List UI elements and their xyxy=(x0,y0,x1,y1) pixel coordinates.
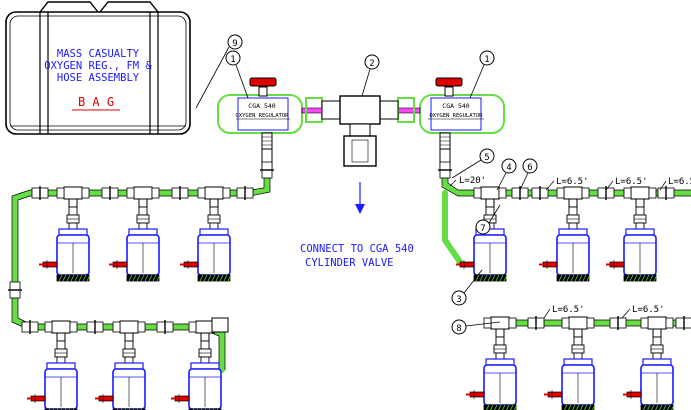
right-lower-tee-3 xyxy=(640,316,674,338)
left-upper-tee-2 xyxy=(126,186,160,208)
callout-5: 5 xyxy=(451,148,495,179)
callout-9: 9 xyxy=(195,34,243,109)
length-label-4: L=6.5' xyxy=(543,305,585,319)
left-upper-tee-3 xyxy=(197,186,231,208)
left-upper-coupling-1 xyxy=(31,186,49,200)
connect-note-line-2: CYLINDER VALVE xyxy=(305,257,394,269)
right-upper-coupling-1 xyxy=(511,186,529,200)
svg-text:8: 8 xyxy=(456,324,461,334)
length-label-3: L=6.5' xyxy=(659,177,691,191)
left-upper-coupling-3 xyxy=(171,186,189,200)
svg-text:L=20': L=20' xyxy=(459,176,486,186)
right-lower-coupling-1 xyxy=(527,316,545,330)
svg-text:7: 7 xyxy=(480,224,485,234)
right-upper-tee-1 xyxy=(473,186,507,208)
callout-1-left: 1 xyxy=(225,50,249,99)
right-regulator-model: CGA 540 xyxy=(442,102,469,110)
left-upper-flowmeter-3 xyxy=(180,206,232,282)
svg-text:1: 1 xyxy=(484,55,489,65)
left-lower-flowmeter-1 xyxy=(27,340,79,410)
left-upper-flowmeter-2 xyxy=(109,206,161,282)
right-lower-coupling-3 xyxy=(675,316,691,330)
left-upper-tee-1 xyxy=(56,186,90,208)
svg-text:9: 9 xyxy=(232,39,237,49)
left-lower-coupling-2 xyxy=(86,320,104,334)
right-regulator-subtitle: OXYGEN REGULATOR xyxy=(430,113,484,119)
length-label-1: L=6.5' xyxy=(545,177,589,191)
left-regulator-subtitle: OXYGEN REGULATOR xyxy=(236,113,290,119)
right-upper-tee-2 xyxy=(556,186,590,208)
left-vertical-coupling xyxy=(8,281,22,299)
right-upper-flowmeter-1 xyxy=(456,206,508,282)
right-upper-coupling-3 xyxy=(597,186,615,200)
left-lower-coupling-1 xyxy=(21,320,39,334)
right-upper-coupling-2 xyxy=(531,186,549,200)
svg-text:2: 2 xyxy=(369,59,374,69)
bag-word: B A G xyxy=(78,95,114,109)
callout-4: 4 xyxy=(496,158,517,191)
connect-note-line-1: CONNECT TO CGA 540 xyxy=(300,243,414,255)
right-lower-flowmeter-1 xyxy=(466,336,518,410)
svg-text:1: 1 xyxy=(230,55,235,65)
left-lower-flowmeter-3 xyxy=(171,340,223,410)
callout-2: 2 xyxy=(361,54,380,97)
left-drop-coupling xyxy=(260,161,274,179)
right-lower-tee-2 xyxy=(561,316,595,338)
right-upper-flowmeter-2 xyxy=(539,206,591,282)
svg-text:3: 3 xyxy=(456,295,461,305)
left-lower-tee-1 xyxy=(44,320,78,342)
left-regulator: CGA 540 OXYGEN REGULATOR xyxy=(217,77,303,150)
right-regulator: CGA 540 OXYGEN REGULATOR xyxy=(419,77,505,150)
right-lower-tee-1 xyxy=(483,316,517,338)
right-upper-coupling-4 xyxy=(657,186,675,200)
right-upper-flowmeter-3 xyxy=(606,206,658,282)
svg-text:L=6.5': L=6.5' xyxy=(668,177,691,187)
left-regulator-model: CGA 540 xyxy=(248,102,275,110)
left-upper-coupling-4 xyxy=(236,186,254,200)
left-lower-coupling-3 xyxy=(156,320,174,334)
length-label-5: L=6.5' xyxy=(621,305,665,319)
callout-6: 6 xyxy=(519,158,538,191)
right-lower-flowmeter-2 xyxy=(544,336,596,410)
left-lower-flowmeter-2 xyxy=(95,340,147,410)
callout-8: 8 xyxy=(451,319,501,335)
bag-label-line-1: MASS CASUALTY xyxy=(57,48,140,60)
right-lower-flowmeter-3 xyxy=(623,336,675,410)
right-drop-coupling xyxy=(438,161,452,179)
svg-text:4: 4 xyxy=(506,163,511,173)
bag-label-line-2: OXYGEN REG., FM & xyxy=(44,60,152,72)
right-upper-tee-3 xyxy=(623,186,657,208)
svg-text:L=6.5': L=6.5' xyxy=(632,305,665,315)
callout-7: 7 xyxy=(475,204,501,235)
length-label-2: L=6.5' xyxy=(605,177,648,191)
callout-1-right: 1 xyxy=(469,50,495,99)
left-lower-elbow xyxy=(211,317,229,333)
generated-components xyxy=(8,161,691,410)
svg-text:L=6.5': L=6.5' xyxy=(615,177,648,187)
left-upper-coupling-2 xyxy=(101,186,119,200)
center-tee-manifold xyxy=(301,95,421,167)
connect-arrow xyxy=(355,182,365,214)
callout-3: 3 xyxy=(451,269,483,306)
bag-label-line-3: HOSE ASSEMBLY xyxy=(57,72,140,84)
right-lower-coupling-2 xyxy=(609,316,627,330)
left-lower-tee-2 xyxy=(112,320,146,342)
length-label-20ft: L=20' xyxy=(449,176,486,187)
svg-text:L=6.5': L=6.5' xyxy=(556,177,589,187)
svg-text:L=6.5': L=6.5' xyxy=(552,305,585,315)
left-upper-flowmeter-1 xyxy=(39,206,91,282)
bag: MASS CASUALTY OXYGEN REG., FM & HOSE ASS… xyxy=(5,1,191,135)
svg-text:6: 6 xyxy=(527,163,532,173)
svg-text:5: 5 xyxy=(484,153,489,163)
